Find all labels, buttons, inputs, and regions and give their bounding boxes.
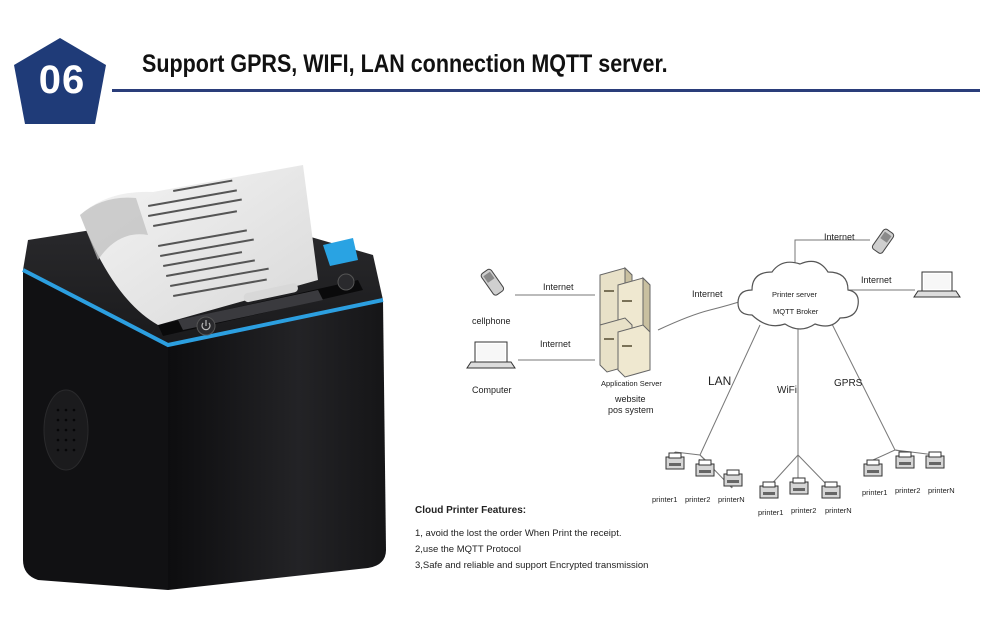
computer-right-icon [913,271,961,298]
feature-item: 1, avoid the lost the order When Print t… [415,528,622,539]
internet-label-computer-right: Internet [861,275,892,285]
wifi-label: WiFi [777,385,797,396]
gprs-printer-icon [863,459,883,477]
feature-item: 2,use the MQTT Protocol [415,544,521,555]
section-badge: 06 [0,0,120,140]
lan-printer-icon [665,452,685,470]
computer-icon [466,341,516,369]
cellphone-right-icon [871,228,895,254]
cellphone-icon [480,268,505,296]
wifi-printer-icon [821,481,841,499]
thermal-printer-illustration [22,165,386,590]
application-server-icon [599,266,651,378]
features-title: Cloud Printer Features: [415,505,527,516]
cloud-server-icon [737,260,859,330]
website-label: website [614,394,646,404]
cellphone-label: cellphone [472,316,511,326]
internet-label-cellphone: Internet [543,282,574,292]
lan-printer-label: printer2 [685,495,710,504]
pentagon-badge-icon [8,32,112,128]
gprs-printer-icon [895,451,915,469]
lan-printer-label: printer1 [652,495,677,504]
wifi-printer-label: printer2 [791,506,816,515]
internet-label-computer: Internet [540,339,571,349]
lan-printer-label: printerN [718,495,745,504]
application-server-label: Application Server [601,379,662,388]
feature-item: 3,Safe and reliable and support Encrypte… [415,560,649,571]
gprs-printer-label: printer2 [895,486,920,495]
cloud-label-mqtt-broker: MQTT Broker [773,307,819,316]
gprs-printer-label: printer1 [862,488,887,497]
wifi-printer-label: printerN [825,506,852,515]
wifi-printer-icon [759,481,779,499]
gprs-printer-label: printerN [928,486,955,495]
wifi-printer-label: printer1 [758,508,783,517]
lan-printer-icon [695,459,715,477]
page-title: Support GPRS, WIFI, LAN connection MQTT … [142,50,668,78]
wifi-printer-icon [789,477,809,495]
internet-label-server: Internet [692,289,723,299]
cloud-printer-features: Cloud Printer Features: 1, avoid the los… [415,505,648,576]
feed-button-icon [337,273,355,291]
cloud-label-printer-server: Printer server [772,290,818,299]
gprs-label: GPRS [834,378,863,389]
computer-label: Computer [472,385,512,395]
title-underline [112,89,980,92]
internet-label-phone-right: Internet [824,232,855,242]
pos-system-label: pos system [608,405,654,415]
network-topology-diagram: cellphone Internet Computer Internet App… [466,228,961,517]
lan-label: LAN [708,374,731,388]
gprs-printer-icon [925,451,945,469]
section-number: 06 [38,58,86,102]
lan-printer-icon [723,469,743,487]
